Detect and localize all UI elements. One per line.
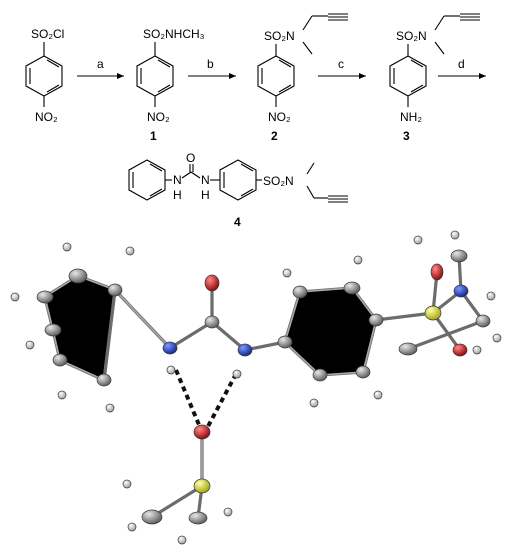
hydrogen-atom xyxy=(57,390,67,400)
hydrogen-bond xyxy=(174,369,204,433)
carbon-atom xyxy=(68,268,88,284)
hydrogen-atom xyxy=(10,292,20,302)
urea-oxygen-label: O xyxy=(186,151,195,165)
step-b-label: b xyxy=(207,57,214,71)
starting-material: SO₂Cl NO₂ xyxy=(25,27,64,124)
carbon-atom xyxy=(450,249,468,263)
sulfonyl-chloride-label: SO₂Cl xyxy=(31,27,64,41)
carbon-atom xyxy=(475,314,491,328)
oxygen-atom xyxy=(430,263,444,281)
compound-number: 1 xyxy=(150,129,157,143)
urea-n-left-label: N xyxy=(173,173,182,187)
sulfur-atoms xyxy=(193,305,442,494)
sulfonamide-label: SO₂NHCH₃ xyxy=(143,27,205,41)
carbon-atom xyxy=(343,281,361,295)
hydrogen-bond xyxy=(203,373,238,433)
compound-number: 2 xyxy=(271,129,278,143)
hydrogen-atom xyxy=(353,255,363,265)
nitro-label: NO₂ xyxy=(268,110,291,124)
nitrogen-atom xyxy=(237,343,253,357)
carbon-atom xyxy=(292,285,308,299)
urea-h-right-label: H xyxy=(201,188,210,202)
nitrogen-atoms xyxy=(162,284,469,357)
carbon-atom xyxy=(312,368,328,382)
carbon-atom xyxy=(204,315,220,329)
step-c-label: c xyxy=(338,57,344,71)
sulfur-atom xyxy=(424,305,442,321)
compound-2: SO₂N NO₂ 2 xyxy=(257,13,348,143)
hydrogen-atom xyxy=(282,268,292,278)
compound-1: SO₂NHCH₃ NO₂ 1 xyxy=(136,27,205,143)
compound-number: 4 xyxy=(234,215,241,229)
carbon-atom xyxy=(36,290,54,304)
hydrogen-atom xyxy=(166,365,176,375)
sulfonamide-label: SO₂N xyxy=(264,29,295,43)
bond-rods xyxy=(43,254,485,520)
nitro-label: NO₂ xyxy=(147,110,170,124)
carbon-atom xyxy=(355,365,371,379)
carbon-atom xyxy=(52,353,68,367)
urea-n-right-label: N xyxy=(201,173,210,187)
hydrogen-atom xyxy=(25,340,35,350)
oxygen-atom xyxy=(452,343,468,357)
hydrogen-atom xyxy=(223,507,233,517)
nitro-label: NO₂ xyxy=(35,110,58,124)
hydrogen-atom xyxy=(62,242,72,252)
hydrogen-atoms xyxy=(10,230,502,545)
oxygen-atom xyxy=(204,274,220,292)
carbon-atom xyxy=(188,511,208,525)
step-a-label: a xyxy=(97,57,104,71)
hydrogen-atom xyxy=(486,291,496,301)
step-d-label: d xyxy=(458,57,465,71)
hydrogen-atom xyxy=(122,479,132,489)
reaction-scheme: SO₂Cl NO₂ a SO₂NHCH₃ NO₂ 1 b SO₂N xyxy=(25,13,486,229)
nitrogen-atom xyxy=(453,284,469,298)
compound-3: SO₂N NH₂ 3 xyxy=(389,13,480,143)
crystal-structure xyxy=(10,230,502,545)
hydrogen-atom xyxy=(373,390,383,400)
hydrogen-atom xyxy=(127,522,137,532)
sulfonamide-label: SO₂N xyxy=(263,174,294,188)
carbon-atom xyxy=(44,323,62,337)
carbon-atom xyxy=(368,313,384,327)
compound-number: 3 xyxy=(403,129,410,143)
carbon-atom xyxy=(107,283,123,297)
amine-label: NH₂ xyxy=(400,110,422,124)
carbon-atom xyxy=(398,342,418,356)
hydrogen-atom xyxy=(105,403,115,413)
compound-4: N H O N H SO₂N 4 xyxy=(128,151,348,229)
oxygen-atoms xyxy=(193,263,468,440)
carbon-atom xyxy=(277,335,293,349)
carbon-atom xyxy=(96,373,112,387)
urea-h-left-label: H xyxy=(173,188,182,202)
hydrogen-atom xyxy=(309,398,319,408)
oxygen-atom xyxy=(193,424,211,440)
hydrogen-atom xyxy=(472,345,482,355)
hydrogen-atom xyxy=(177,535,187,545)
hydrogen-atom xyxy=(125,246,135,256)
carbon-atoms xyxy=(36,249,491,525)
hydrogen-atom xyxy=(413,235,423,245)
hydrogen-atom xyxy=(232,369,242,379)
hydrogen-atom xyxy=(492,333,502,343)
sulfur-atom xyxy=(193,478,211,494)
sulfonamide-label: SO₂N xyxy=(396,29,427,43)
carbon-atom xyxy=(141,509,163,525)
hydrogen-atom xyxy=(450,230,460,240)
nitrogen-atom xyxy=(162,341,178,355)
